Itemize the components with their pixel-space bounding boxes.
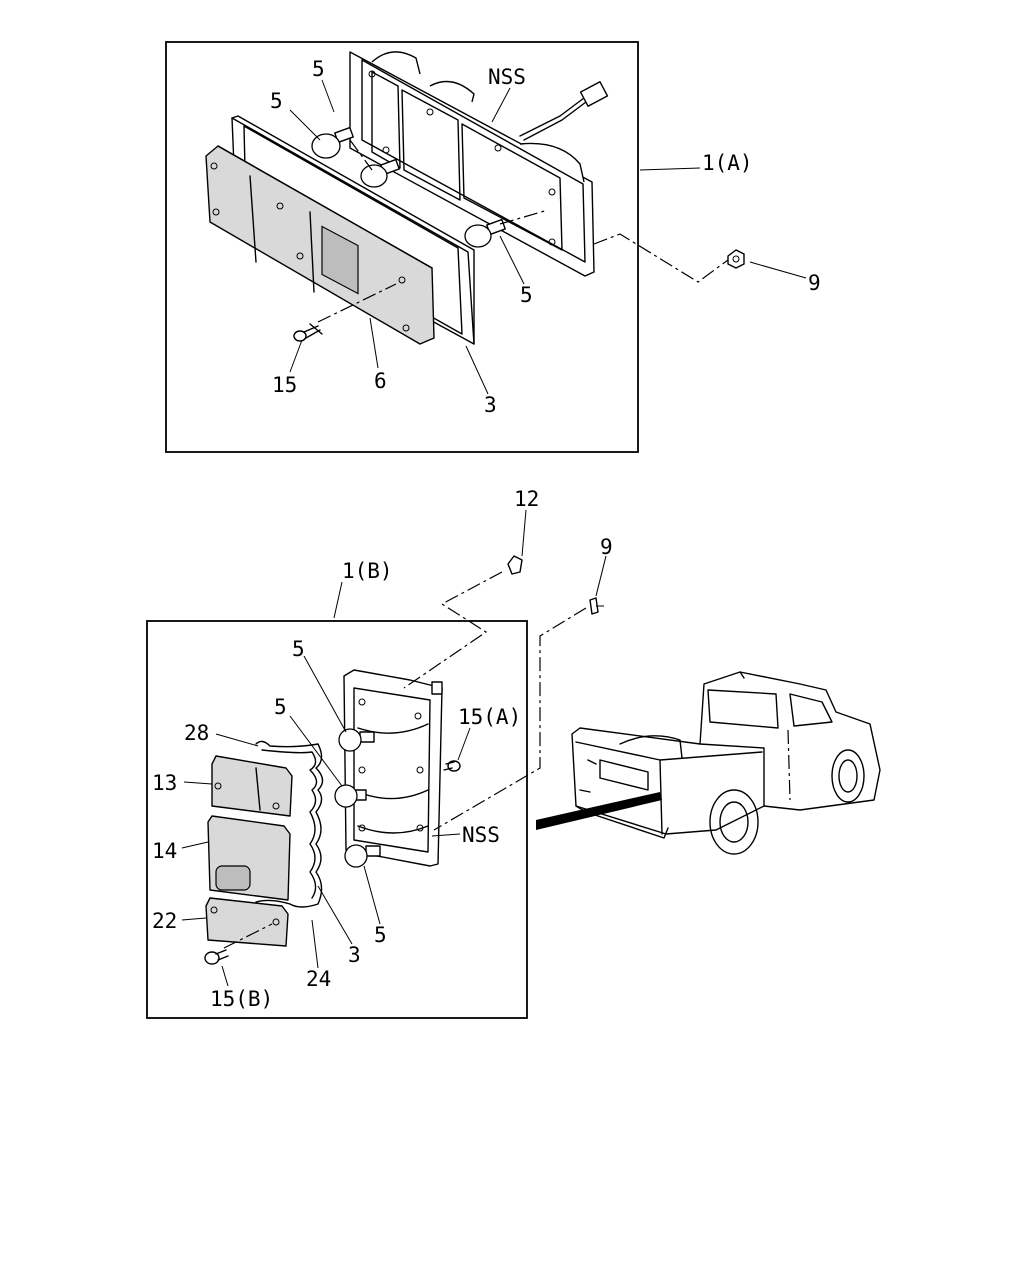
label-a-bulb-3: 5	[520, 283, 533, 307]
pickup-truck-illustration	[536, 671, 881, 855]
label-b-screw-b: 15(B)	[210, 987, 273, 1011]
diagram-a-frame	[165, 41, 639, 453]
screw-a	[293, 323, 323, 342]
label-b-clip-12: 12	[514, 487, 539, 511]
label-a-gasket: 3	[484, 393, 497, 417]
label-b-bulb-2: 5	[274, 695, 287, 719]
bulb-b1	[338, 728, 362, 752]
bulb-a2	[360, 158, 400, 188]
screws-b	[204, 760, 461, 965]
label-b-clip-9: 9	[600, 535, 613, 559]
lenses-b	[205, 755, 293, 949]
label-b-assembly: 1(B)	[342, 559, 393, 583]
clip-9	[589, 597, 599, 615]
label-a-screw: 15	[272, 373, 297, 397]
nut-a	[593, 233, 745, 283]
lens-13	[211, 755, 293, 817]
bulbs-a	[311, 126, 549, 248]
label-b-lens-22: 22	[152, 909, 177, 933]
label-b-lens-14: 14	[152, 839, 177, 863]
label-a-nut: 9	[808, 271, 821, 295]
label-b-bulb-3: 5	[374, 923, 387, 947]
bulb-b2	[334, 784, 358, 808]
lens-22	[205, 897, 289, 947]
diagram-a: 5 5 NSS 1(A) 5 9 15 6 3	[165, 41, 821, 453]
bulbs-b	[334, 728, 381, 868]
label-b-screw-a: 15(A)	[458, 705, 521, 729]
label-b-gasket-24: 24	[306, 967, 331, 991]
location-pointer	[536, 792, 662, 830]
label-b-harness: NSS	[462, 823, 500, 847]
label-b-lens-13: 13	[152, 771, 177, 795]
label-a-bulb-1: 5	[312, 57, 325, 81]
screw-15b	[204, 951, 220, 965]
housing-b	[343, 669, 443, 867]
bulb-b3	[344, 844, 368, 868]
label-b-bulb-1: 5	[292, 637, 305, 661]
label-a-assembly: 1(A)	[702, 151, 753, 175]
label-b-gasket-28: 28	[184, 721, 209, 745]
gasket-b	[255, 740, 324, 908]
diagram-b-frame	[146, 620, 528, 1019]
label-b-gasket-3: 3	[348, 943, 361, 967]
lens-a	[205, 145, 435, 345]
label-a-lens: 6	[374, 369, 387, 393]
bulb-a1	[311, 126, 354, 159]
housing-a	[349, 51, 609, 277]
label-a-bulb-2: 5	[270, 89, 283, 113]
diagram-b: 12 9 1(B) 5 5 15(A) 28 13 NSS 14 22 5 3 …	[146, 487, 613, 1019]
clips-b	[403, 555, 604, 831]
clip-12	[507, 555, 523, 575]
label-a-harness: NSS	[488, 65, 526, 89]
bulb-a3	[464, 218, 506, 248]
